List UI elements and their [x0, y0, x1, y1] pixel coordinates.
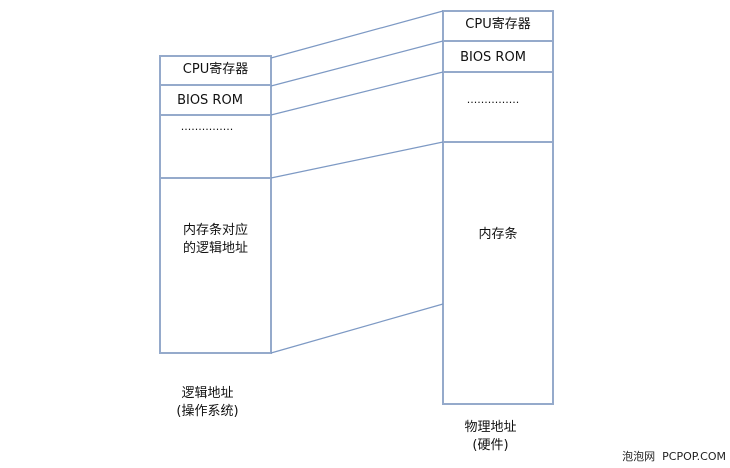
logical-caption: 逻辑地址 (操作系统) — [160, 385, 255, 421]
logical-caption-title: 逻辑地址 — [181, 386, 234, 401]
mapping-line — [270, 303, 444, 354]
physical-address-box — [442, 10, 554, 405]
physical-caption-subtitle: (硬件) — [472, 438, 509, 453]
physical-caption: 物理地址 (硬件) — [443, 419, 538, 455]
physical-caption-title: 物理地址 — [464, 420, 517, 435]
logical-caption-subtitle: (操作系统) — [176, 404, 239, 419]
mapping-line — [270, 71, 444, 116]
physical-memory-section: 内存条 — [478, 227, 518, 242]
logical-address-box — [159, 55, 272, 354]
logical-ellipsis: ............... — [180, 120, 234, 133]
mapping-line — [270, 141, 444, 179]
logical-cpu-register: CPU寄存器 — [182, 62, 249, 77]
mapping-line — [270, 40, 444, 87]
logical-memory-section: 内存条对应 的逻辑地址 — [182, 223, 248, 256]
logical-bios-rom: BIOS ROM — [177, 93, 243, 108]
mapping-line — [270, 10, 444, 59]
watermark: 泡泡网 PCPOP.COM — [622, 450, 726, 463]
physical-bios-rom: BIOS ROM — [460, 50, 526, 65]
physical-ellipsis: ............... — [466, 93, 520, 106]
physical-cpu-register: CPU寄存器 — [465, 17, 531, 32]
